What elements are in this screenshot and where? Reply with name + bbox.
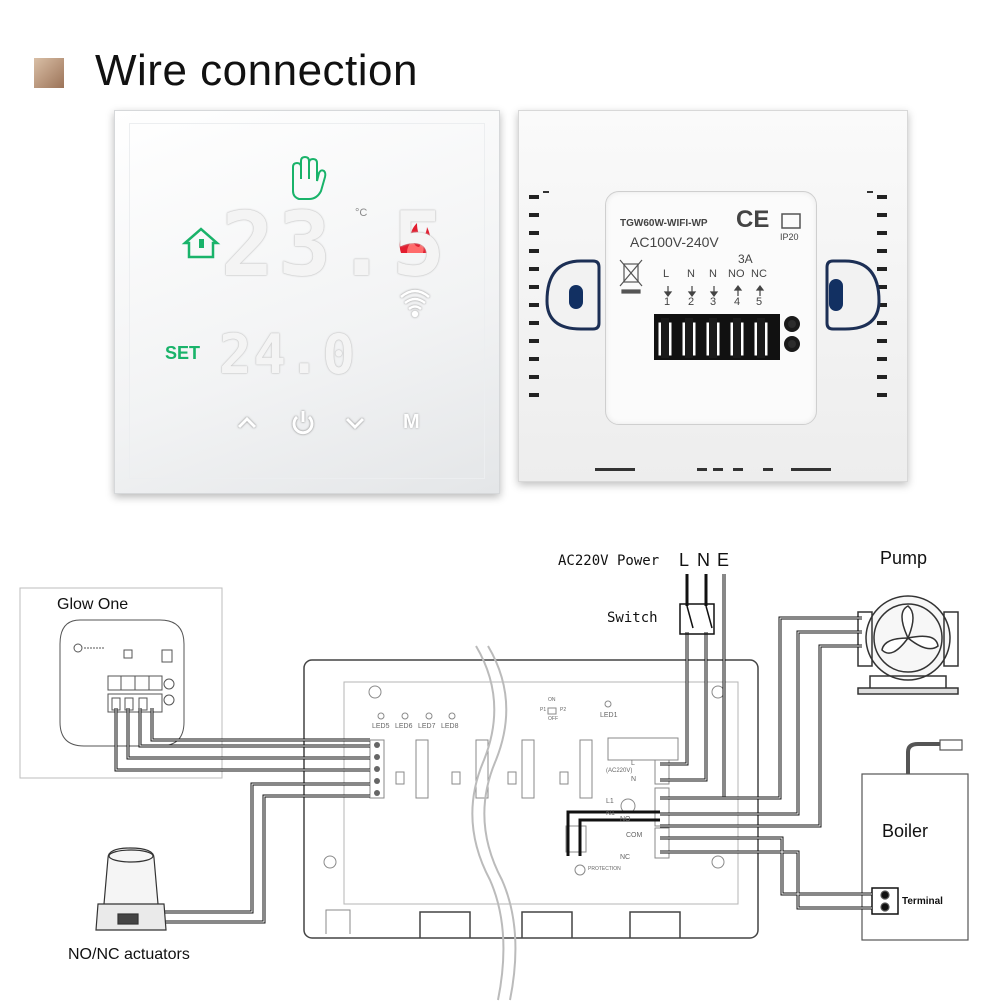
pump-wires-inner: [660, 617, 862, 827]
actuator-wires: [160, 782, 370, 924]
n1-label: N1: [606, 810, 615, 817]
ce-mark: CE: [736, 206, 770, 233]
terminal-number-1: 1: [664, 296, 671, 308]
nc-label: NC: [620, 854, 631, 861]
boiler-wires: [660, 836, 872, 910]
power-label: AC220V Power: [558, 553, 660, 569]
l-label: L: [631, 760, 635, 767]
actuator-wires-inner: [160, 783, 370, 923]
neutral-label: N: [697, 550, 710, 570]
earth-label: E: [717, 550, 730, 570]
home-icon: [181, 227, 221, 259]
boiler-label: Boiler: [882, 821, 929, 841]
left-vents: [529, 195, 539, 397]
actuator-device: [95, 847, 167, 931]
glass-inner-border: [129, 123, 485, 479]
ip-rating: IP20: [780, 232, 799, 242]
terminal-number-5: 5: [756, 296, 763, 308]
front-panel-icons: [181, 155, 431, 435]
left-mount-hole: [545, 259, 601, 331]
glow-one-module: [59, 619, 185, 747]
led8-label: LED8: [441, 723, 459, 730]
protection-label: PROTECTION: [588, 866, 621, 872]
terminal-arrows: [663, 285, 765, 297]
on-label: ON: [548, 697, 556, 703]
up-button[interactable]: [237, 416, 257, 429]
title-marker: [34, 58, 64, 88]
thermostat-back-panel: TGW60W-WIFI-WP CE AC100V-240V IP20 3A L …: [518, 110, 908, 482]
ac220v-label: (AC220V): [606, 768, 633, 774]
thermostat-wires-inner: [115, 708, 370, 771]
thermostat-front-panel: 23.5 °C SET 24.0 M: [114, 110, 500, 494]
model-label: TGW60W-WIFI-WP: [620, 218, 708, 229]
terminal-number-4: 4: [734, 296, 741, 308]
current-temperature: 23.5: [221, 193, 449, 296]
glow-one-label: Glow One: [57, 596, 129, 613]
led1-label: LED1: [600, 712, 618, 719]
current-rating: 3A: [738, 252, 753, 266]
pump-device: [857, 595, 959, 695]
p1-label: P1: [540, 707, 547, 713]
page-title: Wire connection: [95, 46, 418, 95]
switch-label: Switch: [607, 610, 658, 626]
l1-label: L1: [606, 798, 614, 805]
back-panel-details: [529, 191, 887, 471]
glow-one-frame: [19, 587, 223, 779]
terminal-letter-3: N: [709, 268, 717, 280]
terminal-block: [654, 314, 780, 360]
wifi-icon: [400, 289, 430, 318]
weee-bin-icon: [619, 259, 643, 294]
bottom-slots: [595, 468, 831, 471]
wiring-module: TGW60W-WIFI-WP CE AC100V-240V IP20 3A L …: [605, 191, 817, 425]
set-label: SET: [165, 343, 201, 363]
pump-label: Pump: [880, 548, 928, 568]
protection-wires: [566, 810, 660, 856]
switch-symbol: [679, 603, 715, 635]
terminal-letter-1: L: [663, 268, 670, 280]
ip-box-icon: [781, 213, 801, 229]
down-button[interactable]: [345, 417, 365, 430]
no-label: NO: [620, 816, 631, 823]
led5-label: LED5: [372, 723, 390, 730]
temperature-unit: °C: [355, 207, 368, 219]
terminal-label: Terminal: [902, 896, 943, 907]
actuators-label: NO/NC actuators: [68, 946, 190, 963]
set-temperature: 24.0: [219, 323, 358, 386]
voltage-label: AC100V-240V: [630, 234, 719, 250]
top-slots: [543, 191, 873, 193]
mode-button[interactable]: M: [403, 411, 420, 433]
terminal-letter-5: NC: [751, 268, 767, 280]
power-button[interactable]: [292, 411, 314, 435]
right-mount-hole: [825, 259, 881, 331]
led6-label: LED6: [395, 723, 413, 730]
com-label: COM: [626, 832, 643, 839]
module-graphics: [619, 213, 801, 360]
sensor-terminals: [784, 316, 800, 352]
hand-icon: [292, 155, 327, 200]
terminal-number-3: 3: [710, 296, 717, 308]
board-terminal-screws: [374, 742, 380, 796]
boiler-device: [861, 739, 969, 941]
right-vents: [877, 195, 887, 397]
line-label: L: [679, 550, 690, 570]
break-line-1: [483, 645, 517, 1001]
p2-label: P2: [560, 707, 567, 713]
terminal-number-2: 2: [688, 296, 695, 308]
n-label: N: [631, 776, 637, 783]
pump-wires: [660, 616, 862, 828]
boiler-wires-inner: [660, 837, 872, 909]
off-label: OFF: [548, 716, 558, 722]
thermostat-wires: [114, 708, 370, 772]
led7-label: LED7: [418, 723, 436, 730]
flame-icon: [399, 223, 431, 253]
break-line-2: [471, 645, 505, 1001]
terminal-letter-4: NO: [728, 268, 745, 280]
terminal-letter-2: N: [687, 268, 695, 280]
